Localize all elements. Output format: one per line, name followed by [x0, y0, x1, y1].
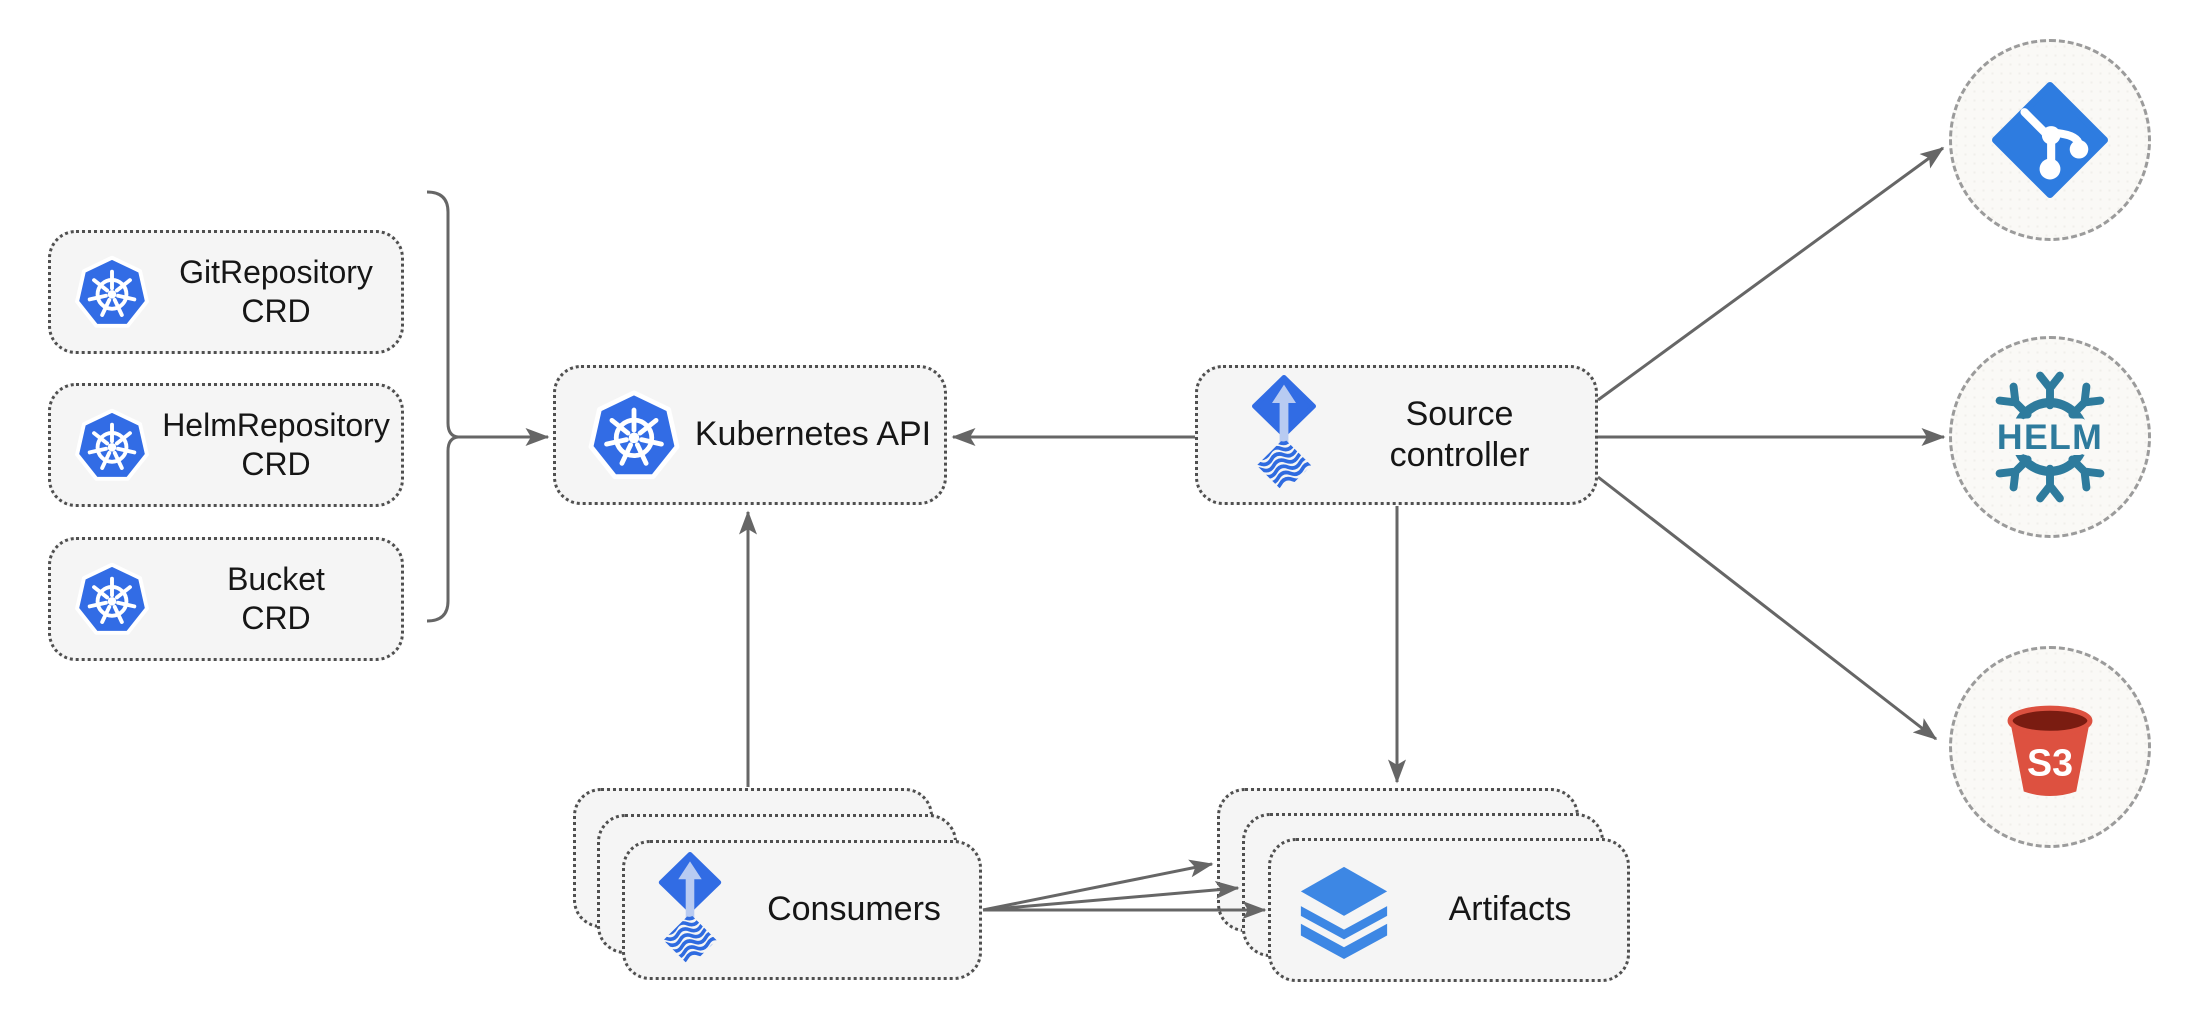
arrow-consumers-to-artifacts-back	[982, 859, 1214, 912]
node-label: Consumers	[767, 890, 941, 929]
node-label-line2: controller	[1389, 436, 1530, 474]
node-bucket-crd: Bucket CRD	[48, 537, 404, 661]
flux-icon	[651, 852, 729, 969]
node-helm-source: HELM	[1949, 336, 2151, 538]
kubernetes-icon	[73, 560, 151, 638]
kubernetes-icon	[73, 406, 151, 484]
node-label-line1: GitRepository	[179, 253, 373, 290]
git-icon	[1992, 82, 2108, 198]
crd-group-bracket	[426, 190, 459, 623]
node-label-line1: Source	[1405, 394, 1514, 433]
node-label: Artifacts	[1448, 890, 1572, 929]
node-git-source	[1949, 39, 2151, 241]
helm-logo-text: HELM	[1997, 417, 2103, 457]
node-artifacts: Artifacts	[1268, 838, 1630, 982]
node-gitrepository-crd: GitRepository CRD	[48, 230, 404, 354]
s3-bucket-icon: S3	[2007, 705, 2093, 797]
node-label-line1: Bucket	[227, 560, 325, 597]
node-label-line1: HelmRepository	[162, 406, 390, 443]
node-source-controller: Source controller	[1195, 365, 1598, 505]
layers-icon	[1300, 866, 1388, 959]
node-label-line2: CRD	[241, 446, 311, 482]
s3-logo-text: S3	[2027, 742, 2073, 784]
node-label: Source controller	[1324, 394, 1595, 477]
kubernetes-icon	[73, 253, 151, 331]
node-label-line2: CRD	[241, 293, 311, 329]
kubernetes-icon	[586, 387, 682, 483]
flux-icon	[1244, 375, 1324, 495]
node-label: Kubernetes API	[694, 415, 932, 454]
node-consumers: Consumers	[622, 840, 982, 980]
arrow-consumers-to-artifacts-middle	[982, 880, 1240, 912]
node-label: HelmRepository CRD	[151, 406, 401, 484]
node-label: GitRepository CRD	[151, 253, 401, 331]
arrow-source-controller-to-s3	[1597, 475, 1938, 741]
node-s3-source: S3	[1949, 646, 2151, 848]
helm-icon: HELM	[1991, 371, 2108, 503]
node-helmrepository-crd: HelmRepository CRD	[48, 383, 404, 507]
node-kubernetes-api: Kubernetes API	[553, 365, 947, 505]
node-label-line2: CRD	[241, 600, 311, 636]
arrow-source-controller-to-git	[1597, 146, 1945, 402]
node-label: Bucket CRD	[151, 560, 401, 638]
